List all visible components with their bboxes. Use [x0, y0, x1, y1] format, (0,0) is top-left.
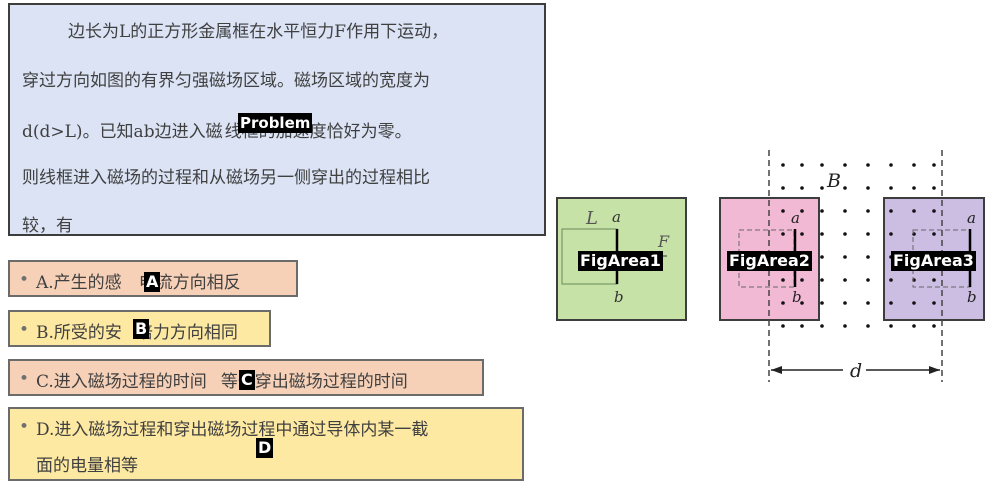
- field-dot: [820, 209, 824, 213]
- field-dot: [889, 186, 893, 190]
- field-dot: [800, 209, 804, 213]
- field-dot: [843, 278, 847, 282]
- field-dot: [843, 301, 847, 305]
- b-field-label: B: [826, 170, 841, 192]
- field-dot: [889, 324, 893, 328]
- option-a-tag: A: [144, 272, 161, 292]
- field-dot: [866, 209, 870, 213]
- field-dot: [820, 163, 824, 167]
- field-dot: [889, 163, 893, 167]
- field-dot: [866, 163, 870, 167]
- field-dot: [800, 301, 804, 305]
- field-dot: [866, 255, 870, 259]
- field-dot: [800, 186, 804, 190]
- field-dot: [866, 232, 870, 236]
- field-dot: [820, 278, 824, 282]
- problem-line-3a: d(d>L)。已知ab边进入磁: [22, 122, 223, 142]
- frame-3-square: [912, 229, 971, 288]
- field-dot: [843, 255, 847, 259]
- field-dot: [912, 186, 916, 190]
- option-a-bullet: •: [19, 270, 30, 290]
- problem-statement: 边长为L的正方形金属框在水平恒力F作用下运动， 穿过方向如图的有界匀强磁场区域。…: [8, 3, 546, 236]
- field-dot: [843, 163, 847, 167]
- problem-line-5: 较，有: [22, 216, 73, 236]
- option-b-text-2: 培力方向相同: [135, 323, 238, 343]
- field-dot: [800, 163, 804, 167]
- option-b-bullet: •: [19, 320, 30, 340]
- field-dot: [932, 278, 936, 282]
- field-dot: [781, 324, 785, 328]
- fig-area-2-tag: FigArea2: [727, 251, 812, 271]
- field-dot: [866, 324, 870, 328]
- field-dot: [781, 278, 785, 282]
- field-dot: [781, 209, 785, 213]
- field-dot: [820, 255, 824, 259]
- frame-1-b-label: b: [614, 288, 624, 306]
- option-a-text-1: A.产生的感: [36, 273, 122, 293]
- field-dot: [912, 163, 916, 167]
- field-dot: [866, 278, 870, 282]
- field-dot: [932, 324, 936, 328]
- problem-line-1: 边长为L的正方形金属框在水平恒力F作用下运动，: [68, 22, 449, 42]
- field-dot: [820, 301, 824, 305]
- option-c-text-1: C.进入磁场过程的时间: [36, 372, 207, 392]
- option-d-text-1: D.进入磁场过程和穿出磁场过程中通过导体内某一截: [36, 420, 429, 440]
- field-dot: [843, 209, 847, 213]
- problem-line-2: 穿过方向如图的有界匀强磁场区域。磁场区域的宽度为: [22, 71, 430, 91]
- field-dot: [932, 186, 936, 190]
- option-c-bullet: •: [19, 369, 30, 389]
- option-d-bullet: •: [19, 417, 30, 437]
- frame-3-a-label: a: [967, 209, 976, 227]
- field-dot: [866, 186, 870, 190]
- field-dot: [932, 232, 936, 236]
- field-dot: [843, 324, 847, 328]
- problem-tag: Problem: [238, 113, 313, 133]
- field-dot: [843, 186, 847, 190]
- side-length-label: L: [585, 208, 598, 229]
- option-c-tag: C: [239, 370, 255, 390]
- field-dot: [932, 163, 936, 167]
- option-b[interactable]: • B.所受的安培力方向相同: [8, 310, 271, 347]
- option-b-tag: B: [133, 319, 150, 339]
- field-dot: [932, 301, 936, 305]
- problem-line-4: 则线框进入磁场的过程和从磁场另一侧穿出的过程相比: [22, 168, 430, 188]
- d-arrowhead-left: [771, 366, 782, 374]
- field-dot: [781, 301, 785, 305]
- field-dot: [889, 209, 893, 213]
- fig-area-1-tag: FigArea1: [578, 251, 663, 271]
- field-dot: [912, 209, 916, 213]
- field-dot: [820, 232, 824, 236]
- frame-1-a-label: a: [612, 208, 621, 226]
- field-dot: [889, 278, 893, 282]
- force-label: F: [657, 232, 670, 251]
- field-dot: [781, 163, 785, 167]
- field-dot: [912, 301, 916, 305]
- field-dot: [912, 324, 916, 328]
- option-d-text-2: 面的电量相等: [36, 456, 138, 476]
- field-dot: [800, 278, 804, 282]
- field-dot: [781, 186, 785, 190]
- field-dot: [800, 232, 804, 236]
- field-dot: [932, 209, 936, 213]
- d-label: d: [850, 360, 862, 382]
- frame-3-b-label: b: [967, 288, 977, 306]
- option-d-tag: D: [256, 438, 274, 458]
- field-dot: [781, 232, 785, 236]
- field-dot: [889, 301, 893, 305]
- field-dot: [820, 186, 824, 190]
- d-arrowhead-right: [929, 366, 940, 374]
- option-b-text-1: B.所受的安: [36, 323, 122, 343]
- option-c-text-2: 等于穿出磁场过程的时间: [220, 372, 408, 392]
- field-dot: [866, 301, 870, 305]
- frame-2-b-label: b: [792, 288, 802, 306]
- field-dot: [889, 232, 893, 236]
- fig-area-3-tag: FigArea3: [891, 251, 976, 271]
- frame-2-a-label: a: [791, 209, 800, 227]
- field-dot: [820, 324, 824, 328]
- field-dot: [843, 232, 847, 236]
- field-dot: [800, 324, 804, 328]
- option-a-text-2: 电流方向相反: [138, 273, 241, 293]
